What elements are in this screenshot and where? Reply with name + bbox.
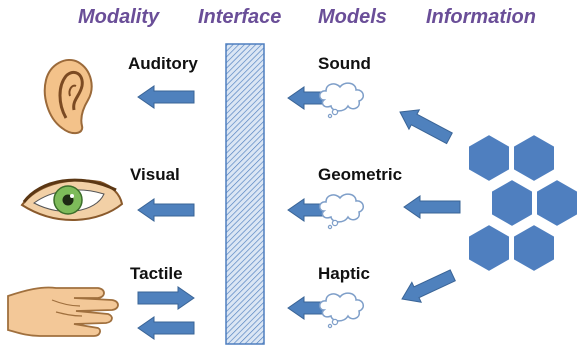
arrow-information-to-geometric (403, 195, 461, 219)
arrow-to-tactile-out (137, 286, 195, 310)
header-models: Models (318, 6, 387, 28)
eye-icon (20, 178, 124, 221)
arrow-information-to-haptic (396, 264, 458, 310)
label-visual: Visual (130, 165, 180, 184)
arrow-information-to-sound (394, 101, 456, 149)
arrow-to-auditory (137, 85, 195, 109)
thought-cloud-icon (318, 193, 365, 230)
hand-icon (7, 286, 119, 337)
header-interface: Interface (198, 6, 282, 28)
label-tactile: Tactile (130, 264, 183, 283)
thought-cloud-icon (318, 82, 365, 119)
label-auditory: Auditory (128, 54, 198, 73)
header-information: Information (426, 6, 536, 28)
arrow-to-visual (137, 198, 195, 222)
arrow-from-tactile-in (137, 316, 195, 340)
label-haptic: Haptic (318, 264, 370, 283)
thought-cloud-icon (318, 292, 365, 329)
interface-bar (225, 43, 265, 345)
label-sound: Sound (318, 54, 371, 73)
ear-icon (43, 59, 93, 134)
header-modality: Modality (78, 6, 160, 28)
hexagon-cluster-icon (467, 133, 579, 273)
label-geometric: Geometric (318, 165, 403, 184)
